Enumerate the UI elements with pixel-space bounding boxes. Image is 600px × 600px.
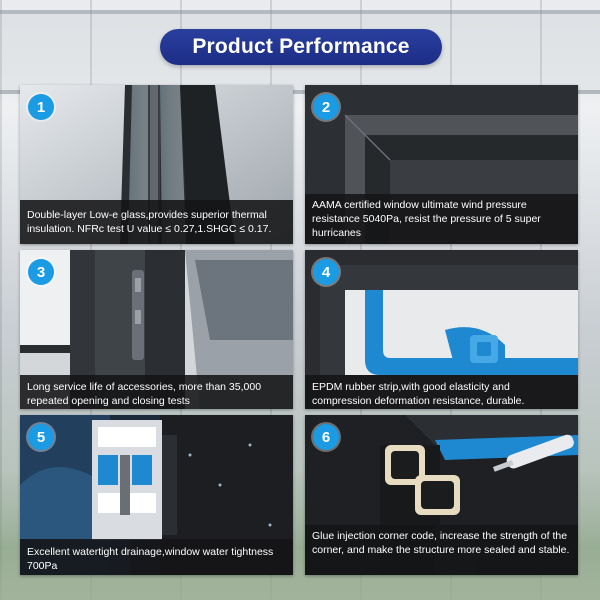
feature-card-5: 5 Excellent watertight drainage,window w… (20, 415, 293, 575)
feature-card-4: 4 EPDM rubber strip,with good elasticity… (305, 250, 578, 409)
feature-number-badge: 1 (28, 94, 54, 120)
feature-card-6: 6 Glue injection corner code, increase t… (305, 415, 578, 575)
feature-description: Excellent watertight drainage,window wat… (20, 539, 293, 575)
feature-card-3: 3 Long service life of accessories, more… (20, 250, 293, 409)
feature-description: Long service life of accessories, more t… (20, 375, 293, 409)
feature-number-badge: 4 (313, 259, 339, 285)
feature-number-badge: 3 (28, 259, 54, 285)
feature-number-badge: 2 (313, 94, 339, 120)
feature-card-2: 2 AAMA certified window ultimate wind pr… (305, 85, 578, 244)
window-hinge-image (20, 250, 293, 409)
feature-description: Glue injection corner code, increase the… (305, 525, 578, 575)
feature-description: Double-layer Low-e glass,provides superi… (20, 200, 293, 244)
feature-number-badge: 6 (313, 424, 339, 450)
feature-card-1: 1 Double-layer Low-e glass,provides supe… (20, 85, 293, 244)
feature-number-badge: 5 (28, 424, 54, 450)
feature-description: EPDM rubber strip,with good elasticity a… (305, 375, 578, 409)
feature-description: AAMA certified window ultimate wind pres… (305, 194, 578, 244)
page-title: Product Performance (160, 29, 442, 65)
